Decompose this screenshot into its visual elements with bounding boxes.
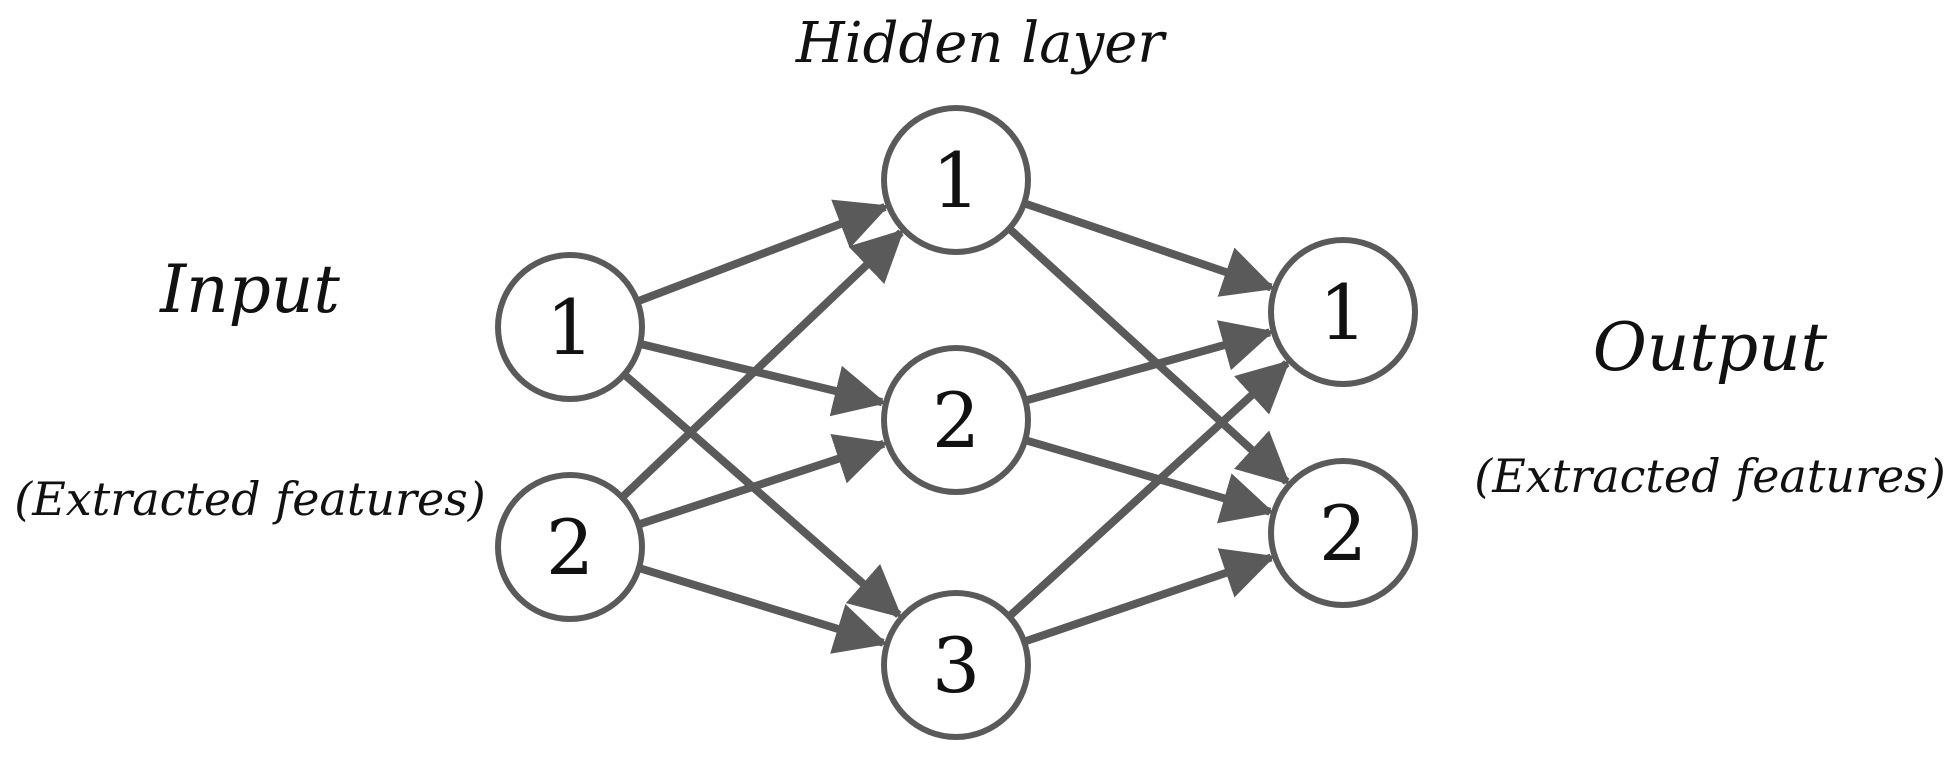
hidden-node-circle	[881, 345, 1031, 495]
output-node-circle	[1268, 237, 1418, 387]
input-node-2: 2	[495, 472, 645, 622]
edge-input-2-to-hidden-3-arrow	[639, 564, 888, 654]
edge-hidden-2-to-output-2-arrow	[1025, 436, 1275, 524]
output-node-label: 2	[1319, 489, 1367, 578]
hidden-node-circle	[881, 590, 1031, 740]
nodes: 1 2 1 2 3 1 2	[495, 105, 1418, 740]
hidden-node-label: 1	[932, 136, 980, 225]
output-node-label: 1	[1319, 268, 1367, 357]
output-subtitle: (Extracted features)	[1474, 449, 1945, 503]
hidden-node-2: 2	[881, 345, 1031, 495]
input-node-circle	[495, 472, 645, 622]
hidden-node-1: 1	[881, 105, 1031, 255]
input-node-label: 1	[546, 283, 594, 372]
connections	[620, 199, 1291, 654]
input-node-label: 2	[546, 503, 594, 592]
hidden-node-circle	[881, 105, 1031, 255]
edge-input-1-to-hidden-1-arrow	[637, 199, 890, 305]
edge-input-2-to-hidden-1-arrow	[620, 229, 905, 499]
output-label: Output	[1593, 309, 1828, 386]
output-node-1: 1	[1268, 237, 1418, 387]
input-subtitle: (Extracted features)	[14, 472, 485, 526]
edge-hidden-3-to-output-2-arrow	[1024, 548, 1276, 645]
hidden-node-label: 2	[932, 376, 980, 465]
input-label: Input	[159, 251, 340, 328]
hidden-node-3: 3	[881, 590, 1031, 740]
hidden-layer-label: Hidden layer	[795, 11, 1168, 76]
output-node-circle	[1268, 458, 1418, 608]
edge-hidden-3-to-output-1-arrow	[1008, 360, 1291, 619]
edge-input-2-to-hidden-2-arrow	[639, 433, 888, 528]
edge-hidden-1-to-output-1-arrow	[1024, 200, 1276, 297]
edge-input-1-to-hidden-2-arrow	[640, 340, 887, 417]
input-node-1: 1	[495, 252, 645, 402]
output-node-2: 2	[1268, 458, 1418, 608]
hidden-node-label: 3	[932, 621, 980, 710]
edge-hidden-1-to-output-2-arrow	[1008, 226, 1291, 485]
edge-input-1-to-hidden-3-arrow	[623, 372, 903, 618]
input-node-circle	[495, 252, 645, 402]
edge-hidden-2-to-output-1-arrow	[1026, 320, 1274, 404]
